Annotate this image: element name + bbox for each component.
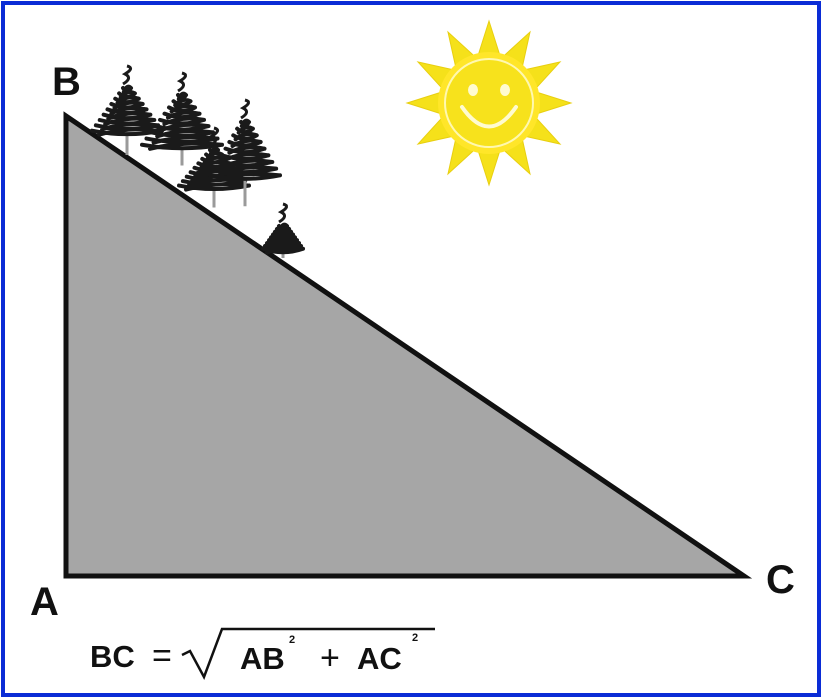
formula-plus: + bbox=[320, 639, 340, 677]
vertex-label-a: A bbox=[30, 580, 59, 624]
tree-icon bbox=[90, 64, 305, 258]
vertex-label-c: C bbox=[766, 558, 795, 602]
square-root-icon bbox=[181, 627, 435, 680]
vertex-label-b: B bbox=[52, 60, 81, 104]
pine-tree bbox=[208, 98, 282, 207]
formula-exponent-ac: 2 bbox=[412, 632, 419, 644]
sun-icon bbox=[405, 19, 573, 187]
formula-term-ab: AB bbox=[240, 641, 285, 676]
formula-lhs: BC bbox=[90, 639, 135, 674]
right-triangle bbox=[63, 111, 753, 579]
formula-exponent-ab: 2 bbox=[289, 634, 296, 646]
formula-term-ac: AC bbox=[357, 641, 402, 676]
pine-tree bbox=[261, 202, 305, 258]
pine-tree bbox=[140, 71, 224, 166]
formula-equals: = bbox=[152, 637, 172, 675]
pine-tree bbox=[90, 64, 164, 155]
